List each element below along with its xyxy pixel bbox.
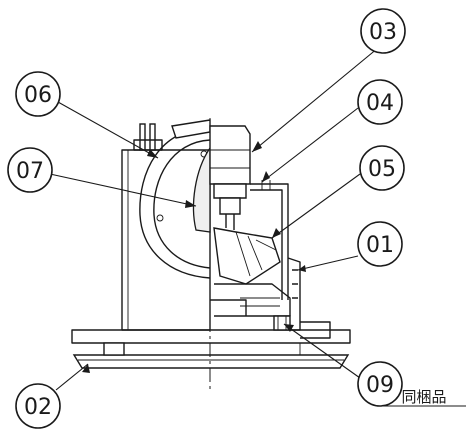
leader-06 (57, 101, 159, 159)
flange-foot (103, 342, 125, 356)
callout-label-02: 02 (24, 395, 52, 420)
callout-05: 05 (359, 145, 405, 191)
callout-09: 09 (357, 361, 403, 407)
leader-02 (55, 363, 89, 391)
downlight-assembly (71, 118, 351, 392)
included-items-note: 同梱品 (401, 388, 446, 406)
callout-label-06: 06 (24, 83, 52, 108)
callout-02: 02 (15, 383, 61, 429)
terminal-pin-right (149, 123, 156, 151)
callout-label-01: 01 (366, 233, 394, 258)
leader-arrowheads (82, 141, 306, 373)
leader-01 (297, 255, 359, 271)
mounting-spring (287, 257, 301, 318)
callout-07: 07 (7, 147, 53, 193)
callout-01: 01 (357, 221, 403, 267)
mounting-bracket (250, 183, 289, 300)
lower-frame (214, 283, 291, 317)
leader-07 (49, 173, 197, 207)
callout-04: 04 (357, 79, 403, 125)
leader-04 (261, 107, 359, 183)
terminal-pin-left (139, 123, 146, 151)
callout-label-05: 05 (368, 157, 396, 182)
leader-09 (283, 323, 361, 379)
callout-label-03: 03 (369, 20, 397, 45)
flange-upper-plate (71, 329, 351, 344)
callout-06: 06 (15, 71, 61, 117)
gimbal-ring-outer (139, 127, 211, 279)
callout-label-04: 04 (366, 91, 394, 116)
callout-03: 03 (360, 8, 406, 54)
reflector-arm (213, 227, 281, 285)
callout-label-07: 07 (16, 159, 44, 184)
lamp-module (192, 145, 211, 233)
callout-label-09: 09 (366, 373, 394, 398)
leader-03 (251, 47, 379, 153)
heatsink-cylinder (209, 125, 251, 185)
leader-05 (271, 173, 361, 239)
trim-flange (72, 354, 350, 369)
gimbal-ring-inner (153, 139, 211, 269)
leader-lines (49, 47, 466, 407)
